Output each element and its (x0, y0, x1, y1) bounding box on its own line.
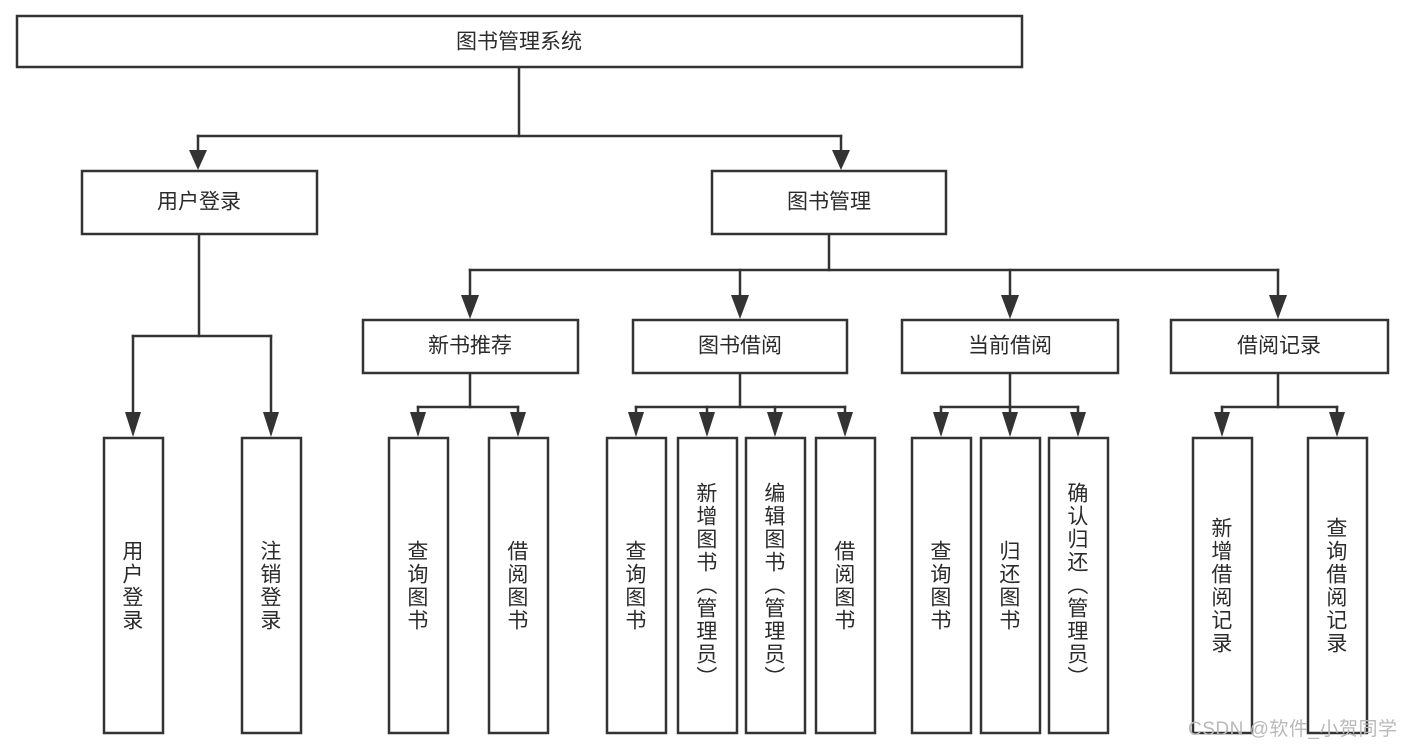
node-book-borrow[interactable]: 图书借阅 (631, 318, 849, 375)
connector-group-borrow-record (1214, 372, 1345, 437)
arrow-bm-to-new-book-icon (461, 295, 479, 319)
node-current-borrow-label: 当前借阅 (968, 335, 1052, 358)
watermark-text: CSDN @软件_小贺同学 (1188, 719, 1398, 740)
arrow-root-to-user-login-icon (189, 150, 207, 170)
connector-group-current-borrow (933, 372, 1086, 437)
node-current-borrow-box[interactable] (900, 318, 1120, 375)
connector-group-new-book-recommend (410, 372, 526, 437)
node-borrow-record-box[interactable] (1169, 318, 1390, 375)
node-leaf-return-book[interactable] (979, 436, 1042, 735)
arrow-br-leaf-1-icon (1214, 412, 1230, 437)
node-leaf-logout-box[interactable] (240, 436, 303, 735)
arrow-bm-to-borrow-record-icon (1269, 295, 1287, 319)
node-leaf-return-book-box[interactable] (979, 436, 1042, 735)
node-user-login-label: 用户登录 (157, 191, 241, 214)
connector-group-user-login (125, 232, 279, 437)
node-leaf-add-book[interactable] (676, 436, 739, 735)
node-borrow-record-label: 借阅记录 (1237, 335, 1321, 358)
arrow-br-leaf-2-icon (1329, 412, 1345, 437)
node-root-box[interactable] (15, 14, 1024, 69)
arrow-bb-leaf-3-icon (767, 412, 783, 437)
node-user-login-box[interactable] (80, 169, 319, 236)
node-leaf-logout[interactable] (240, 436, 303, 735)
node-leaf-borrow-book-2-box[interactable] (814, 436, 877, 735)
arrow-bb-leaf-2-icon (699, 412, 715, 437)
node-leaf-user-login[interactable] (102, 436, 165, 735)
arrow-root-to-book-manage-icon (832, 150, 850, 170)
node-leaf-confirm-return-box[interactable] (1047, 436, 1110, 735)
node-leaf-query-book-3[interactable] (910, 436, 973, 735)
node-new-book-recommend[interactable]: 新书推荐 (361, 318, 580, 375)
node-leaf-query-book-1-box[interactable] (387, 436, 450, 735)
node-book-manage-box[interactable] (710, 169, 948, 236)
node-book-borrow-label: 图书借阅 (698, 335, 782, 358)
arrow-bm-to-book-borrow-icon (731, 295, 749, 319)
node-book-manage-label: 图书管理 (787, 191, 871, 214)
node-user-login[interactable]: 用户登录 (80, 169, 319, 236)
node-leaf-edit-book[interactable] (744, 436, 807, 735)
arrow-cb-leaf-1-icon (933, 412, 949, 437)
node-leaf-query-book-1[interactable] (387, 436, 450, 735)
node-leaf-query-record[interactable] (1306, 436, 1369, 735)
node-leaf-add-record[interactable] (1191, 436, 1254, 735)
arrow-cb-leaf-3-icon (1070, 412, 1086, 437)
arrow-user-login-leaf-2-icon (263, 412, 279, 437)
node-leaf-borrow-book-1[interactable] (487, 436, 550, 735)
node-borrow-record[interactable]: 借阅记录 (1169, 318, 1390, 375)
arrow-bb-leaf-1-icon (628, 412, 644, 437)
arrow-nbr-leaf-1-icon (410, 412, 426, 437)
node-leaf-add-record-box[interactable] (1191, 436, 1254, 735)
connector-group-book-borrow (628, 372, 853, 437)
node-leaf-user-login-box[interactable] (102, 436, 165, 735)
arrow-nbr-leaf-2-icon (510, 412, 526, 437)
node-book-manage[interactable]: 图书管理 (710, 169, 948, 236)
node-leaf-query-book-2[interactable] (605, 436, 668, 735)
node-leaf-borrow-book-1-box[interactable] (487, 436, 550, 735)
node-book-borrow-box[interactable] (631, 318, 849, 375)
node-root[interactable]: 图书管理系统 (15, 14, 1024, 69)
node-current-borrow[interactable]: 当前借阅 (900, 318, 1120, 375)
connector-group-root (189, 65, 850, 170)
node-leaf-query-book-3-box[interactable] (910, 436, 973, 735)
node-leaf-query-record-box[interactable] (1306, 436, 1369, 735)
arrow-bm-to-current-borrow-icon (1001, 295, 1019, 319)
node-new-book-recommend-label: 新书推荐 (428, 335, 512, 358)
node-root-label: 图书管理系统 (456, 31, 582, 54)
connector-group-book-manage (461, 232, 1287, 319)
arrow-bb-leaf-4-icon (837, 412, 853, 437)
node-new-book-recommend-box[interactable] (361, 318, 580, 375)
node-leaf-confirm-return[interactable] (1047, 436, 1110, 735)
node-leaf-add-book-box[interactable] (676, 436, 739, 735)
arrow-cb-leaf-2-icon (1002, 412, 1018, 437)
node-leaf-edit-book-box[interactable] (744, 436, 807, 735)
arrow-user-login-leaf-1-icon (125, 412, 141, 437)
node-leaf-borrow-book-2[interactable] (814, 436, 877, 735)
node-leaf-query-book-2-box[interactable] (605, 436, 668, 735)
